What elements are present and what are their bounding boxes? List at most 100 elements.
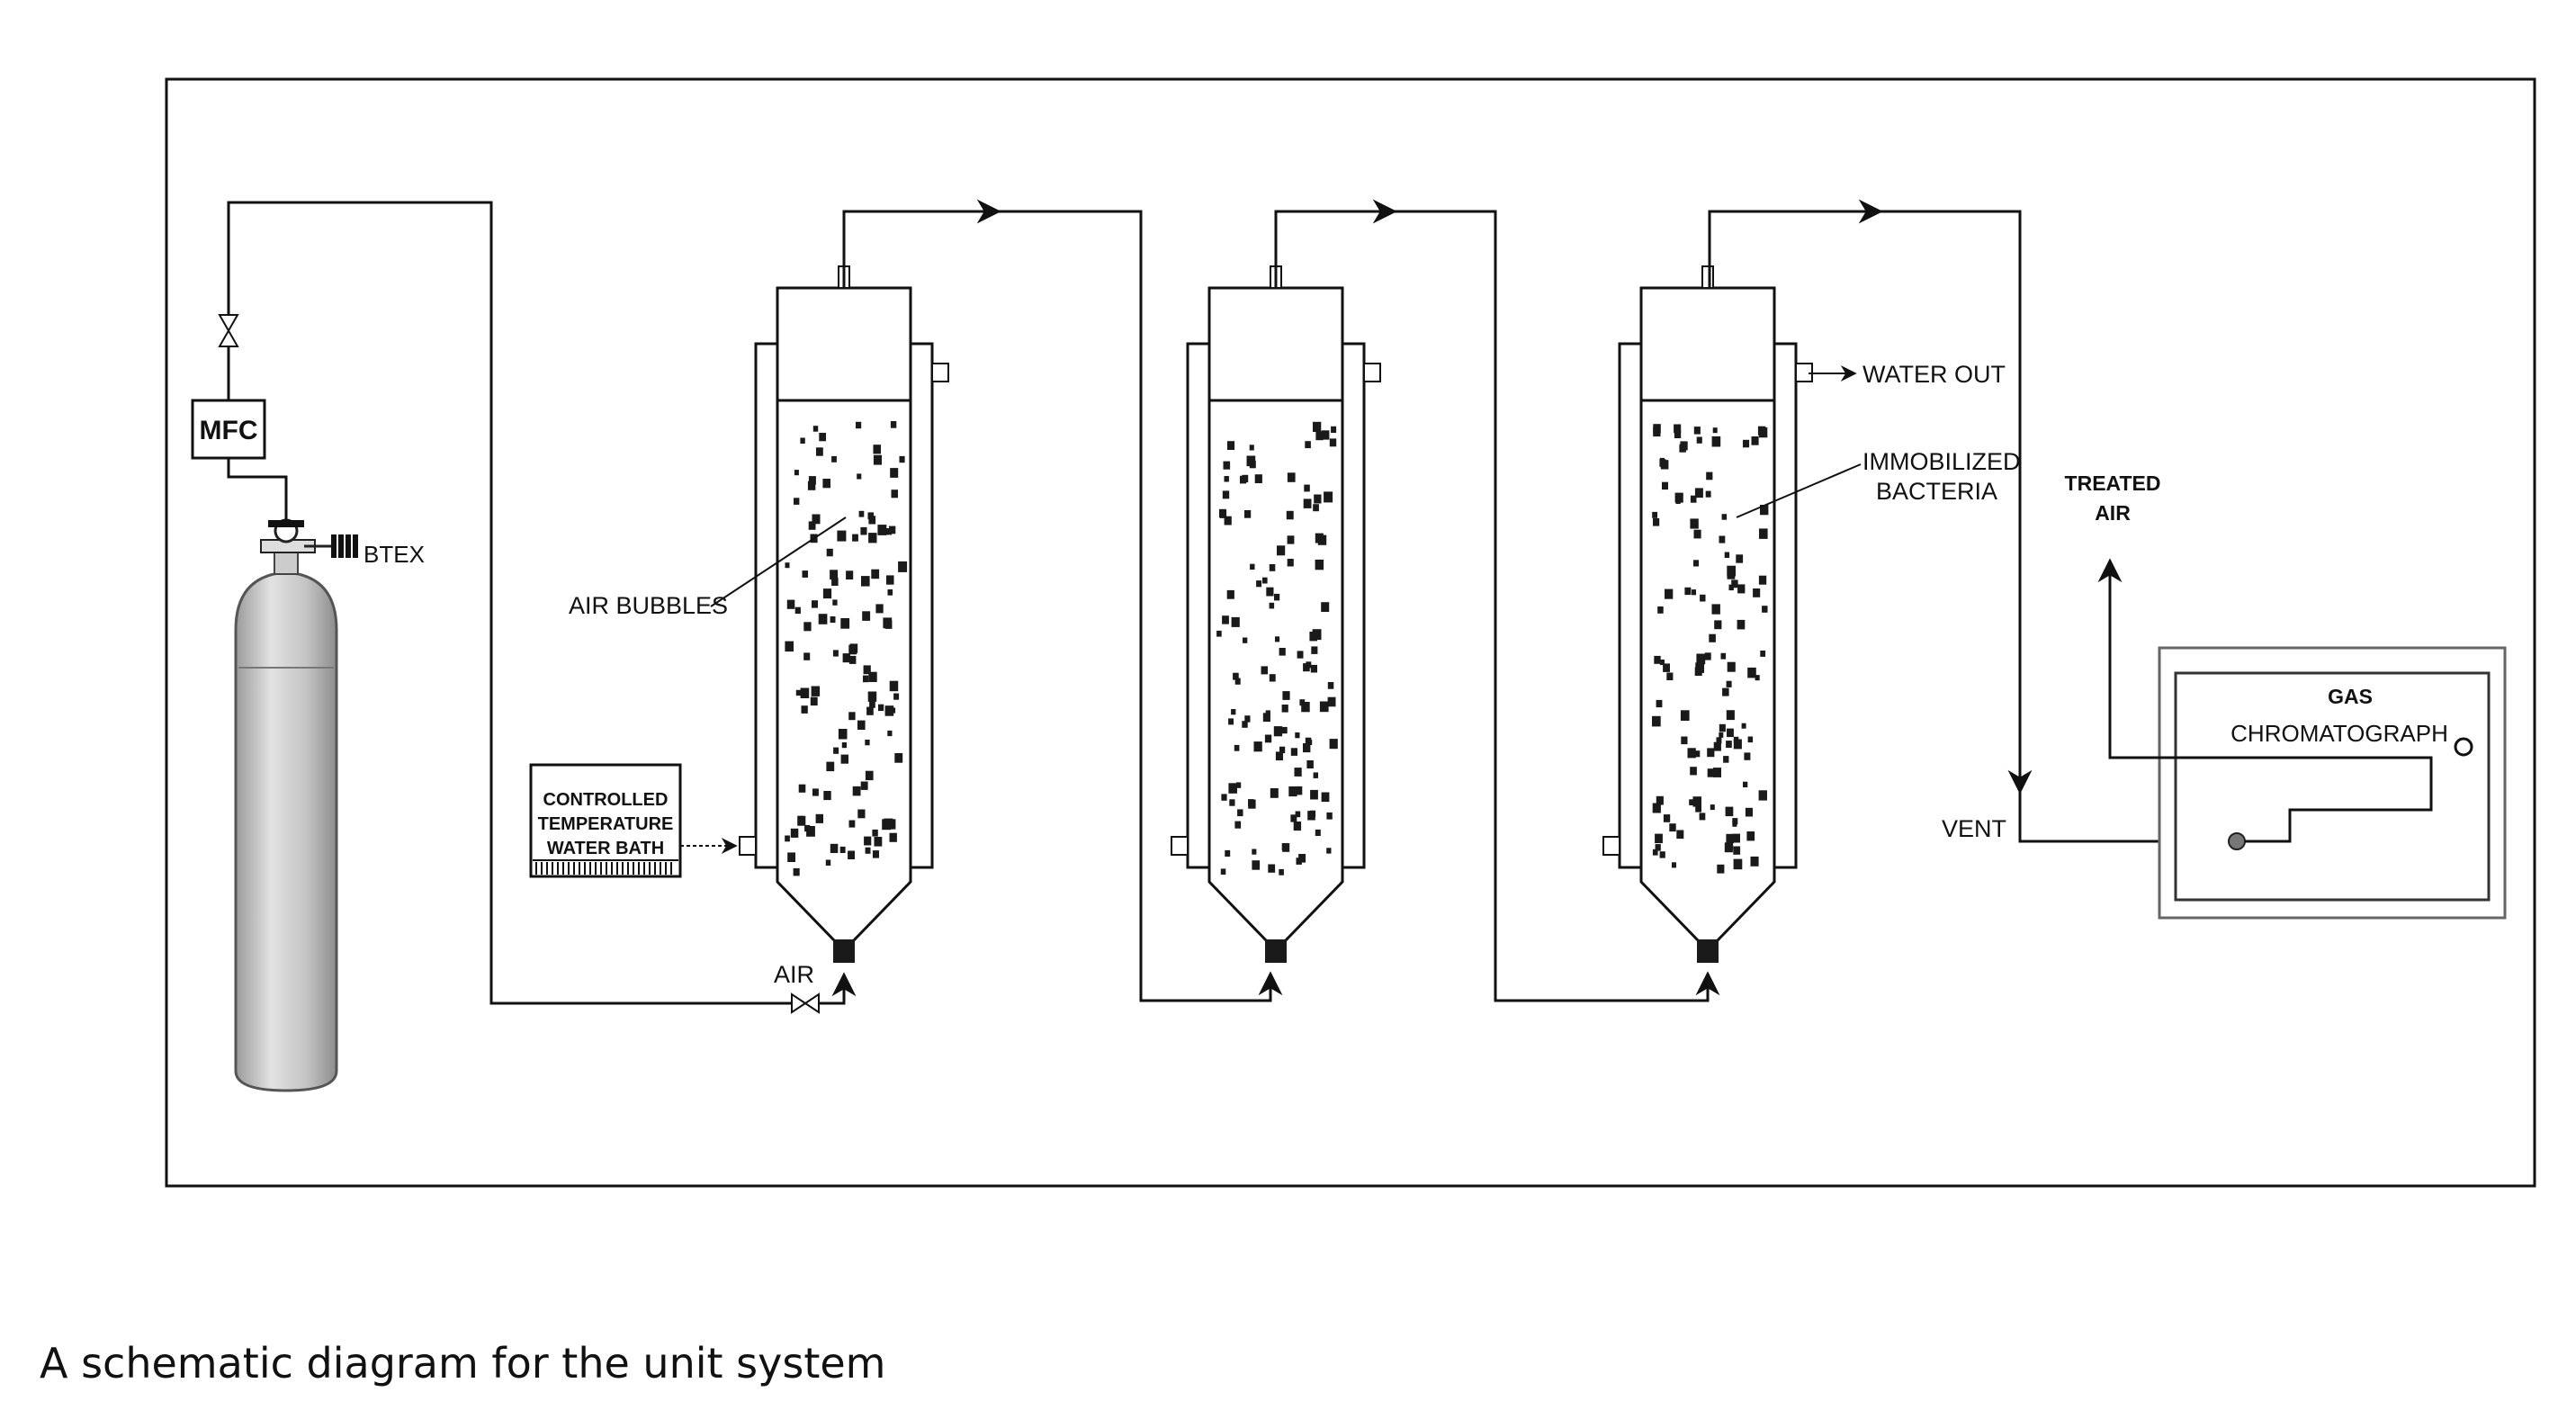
reactor-column	[777, 288, 911, 941]
bacteria-bead	[1270, 603, 1275, 609]
bacteria-bead	[900, 456, 905, 463]
bacteria-bead	[1304, 485, 1310, 492]
bacteria-bead	[1659, 459, 1665, 467]
bacteria-bead	[1712, 436, 1721, 447]
bacteria-bead	[868, 512, 875, 519]
bacteria-bead	[1318, 535, 1326, 545]
bacteria-bead	[1727, 710, 1735, 720]
bacteria-bead	[803, 652, 810, 660]
bacteria-bead	[1710, 804, 1715, 810]
bacteria-bead	[801, 688, 810, 699]
bacteria-bead	[1743, 440, 1749, 448]
bacteria-bead	[1270, 674, 1276, 681]
bacteria-bead	[882, 819, 891, 830]
bacteria-bead	[1310, 811, 1315, 817]
bacteria-bead	[1733, 847, 1740, 855]
bacteria-bead	[1270, 788, 1279, 798]
bacteria-bead	[1288, 472, 1296, 482]
bacteria-bead	[1662, 482, 1668, 489]
bacteria-bead	[888, 589, 893, 596]
bacteria-bead	[1252, 849, 1256, 855]
bacteria-bead	[886, 528, 892, 534]
bacteria-bead	[1313, 504, 1319, 511]
bacteria-bead	[866, 771, 874, 780]
bacteria-bead	[852, 534, 858, 542]
bacteria-bead	[1679, 445, 1686, 453]
bacteria-bead	[1326, 848, 1331, 853]
bacteria-bead	[1708, 768, 1715, 777]
jacket-outlet-port	[1364, 364, 1380, 382]
bacteria-bead	[860, 527, 866, 535]
bacteria-bead	[1712, 604, 1720, 614]
bacteria-bead	[1672, 862, 1676, 867]
bacteria-bead	[812, 600, 818, 607]
bacteria-bead	[1282, 843, 1289, 852]
bacteria-bead	[803, 622, 811, 631]
bacteria-bead	[1225, 516, 1232, 525]
bacteria-bead	[1755, 675, 1760, 680]
jacket-inlet-port	[1603, 837, 1620, 855]
bacteria-bead	[1315, 560, 1324, 570]
reactor-3	[1603, 266, 1812, 963]
bacteria-bead	[802, 705, 808, 714]
bacteria-bead	[1731, 579, 1737, 588]
regulator-valve-icon	[261, 520, 358, 558]
bacteria-label-line2: BACTERIA	[1876, 478, 1997, 505]
bacteria-bead	[799, 785, 806, 793]
bacteria-bead	[1328, 682, 1334, 689]
bacteria-bead	[1250, 461, 1256, 468]
bacteria-bead	[890, 468, 898, 478]
bacteria-bead	[1675, 493, 1683, 503]
bacteria-bead	[1705, 652, 1711, 660]
bacteria-bead	[863, 676, 868, 683]
bacteria-bead	[1330, 739, 1338, 749]
bacteria-bead	[1275, 636, 1279, 642]
bacteria-bead	[1221, 868, 1226, 875]
bacteria-bead	[1268, 865, 1275, 873]
bacteria-bead	[833, 748, 839, 754]
bacteria-bead	[1694, 427, 1701, 435]
bacteria-bead	[785, 642, 794, 652]
bacteria-bead	[1676, 831, 1683, 840]
bacteria-bead	[1228, 783, 1237, 794]
bacteria-bead	[785, 836, 790, 842]
treated-air-label-line1: TREATED	[2065, 472, 2161, 495]
bath-label-line3: WATER BATH	[547, 839, 664, 858]
bacteria-bead	[1684, 588, 1691, 595]
bacteria-bead	[875, 837, 883, 847]
bacteria-bead	[811, 697, 818, 706]
bacteria-bead	[877, 525, 886, 535]
bacteria-bead	[1674, 430, 1681, 438]
bacteria-bead	[1288, 535, 1295, 543]
bacteria-bead	[1274, 726, 1282, 736]
bacteria-bead	[1700, 813, 1706, 820]
bacteria-bead	[1759, 427, 1768, 437]
bacteria-bead	[840, 847, 846, 853]
bacteria-bead	[1234, 745, 1240, 751]
btex-gas-cylinder	[236, 551, 337, 1091]
bacteria-bead	[850, 643, 858, 652]
bacteria-bead	[787, 852, 795, 862]
bacteria-bead	[830, 616, 836, 623]
bacteria-bead	[868, 533, 876, 543]
bacteria-bead	[841, 755, 848, 764]
bacteria-bead	[893, 694, 899, 700]
bacteria-bead	[1657, 606, 1664, 614]
bacteria-bead	[1717, 737, 1722, 743]
bacteria-bead	[886, 575, 894, 584]
bath-label-line1: CONTROLLED	[543, 790, 669, 810]
treated-air-label-line2: AIR	[2095, 501, 2131, 525]
bacteria-bead	[1747, 668, 1756, 678]
bacteria-bead	[1734, 740, 1742, 750]
bacteria-bead	[1665, 589, 1673, 599]
bacteria-bead	[1746, 831, 1755, 840]
bacteria-bead	[1751, 857, 1759, 867]
bacteria-bead	[1299, 699, 1305, 705]
bacteria-bead	[1296, 812, 1301, 818]
bacteria-bead	[809, 476, 816, 485]
bacteria-bead	[1276, 751, 1283, 760]
bacteria-bead	[1279, 869, 1284, 876]
bacteria-bead	[1294, 822, 1301, 831]
air-bubbles-label: AIR BUBBLES	[569, 592, 728, 619]
